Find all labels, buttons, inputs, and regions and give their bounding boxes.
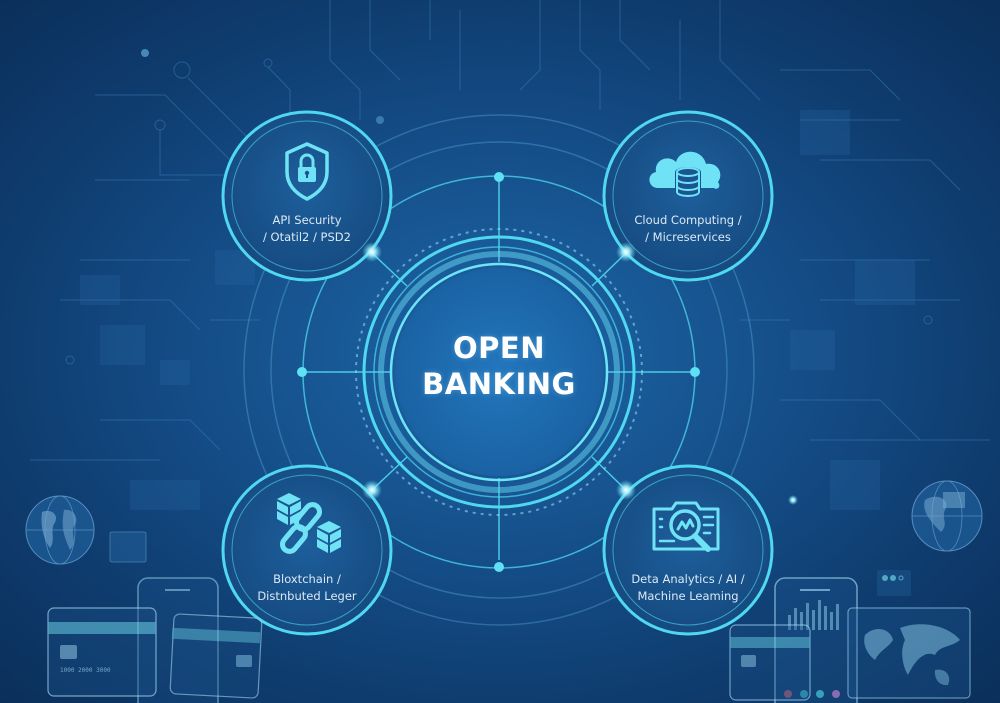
center-title: OPEN BANKING	[399, 330, 599, 402]
background-panels	[80, 110, 915, 510]
spoke-nodes	[297, 172, 700, 572]
cloud-database-icon	[649, 151, 721, 197]
credit-card-right	[729, 624, 811, 701]
credit-card-icon	[109, 531, 147, 563]
analytics-magnifier-icon	[652, 501, 720, 552]
status-icons-panel	[877, 570, 911, 596]
node-label-line1: Bloxtchain /	[273, 572, 341, 586]
shield-lock-icon	[285, 142, 329, 201]
blockchain-link-icon	[277, 493, 341, 554]
credit-card-left-2	[169, 613, 263, 699]
center-title-line1: OPEN	[453, 331, 545, 365]
node-label-line2: Distnbuted Leger	[257, 589, 357, 603]
world-map-panel	[847, 607, 971, 699]
circuit-lines	[30, 0, 990, 461]
node-label-line2: / Otatil2 / PSD2	[263, 230, 351, 244]
globe-icon	[25, 495, 95, 565]
smartphone-icon	[137, 577, 219, 703]
svg-text:1000 2000 3000: 1000 2000 3000	[60, 667, 111, 674]
credit-card-left: 1000 2000 3000	[47, 607, 157, 697]
globe-icon-right	[911, 480, 983, 552]
center-rings	[355, 228, 643, 516]
center-disc	[395, 268, 603, 476]
node-label-line1: Cloud Computing /	[634, 213, 742, 227]
node-label-line2: / Micreservices	[645, 230, 731, 244]
center-title-line2: BANKING	[422, 367, 576, 401]
node-label-line1: API Security	[272, 213, 342, 227]
node-label-line2: Machine Leaming	[637, 589, 739, 603]
node-data-analytics: Deta Analytics / AI / Machine Leaming	[603, 571, 773, 605]
node-api-security: API Security / Otatil2 / PSD2	[222, 212, 392, 246]
node-cloud-computing: Cloud Computing / / Micreservices	[603, 212, 773, 246]
node-blockchain: Bloxtchain / Distnbuted Leger	[222, 571, 392, 605]
smartphone-chart-icon	[774, 577, 858, 703]
node-label-line1: Deta Analytics / AI /	[631, 572, 745, 586]
outer-rings	[243, 114, 755, 626]
glow-points	[141, 49, 798, 505]
